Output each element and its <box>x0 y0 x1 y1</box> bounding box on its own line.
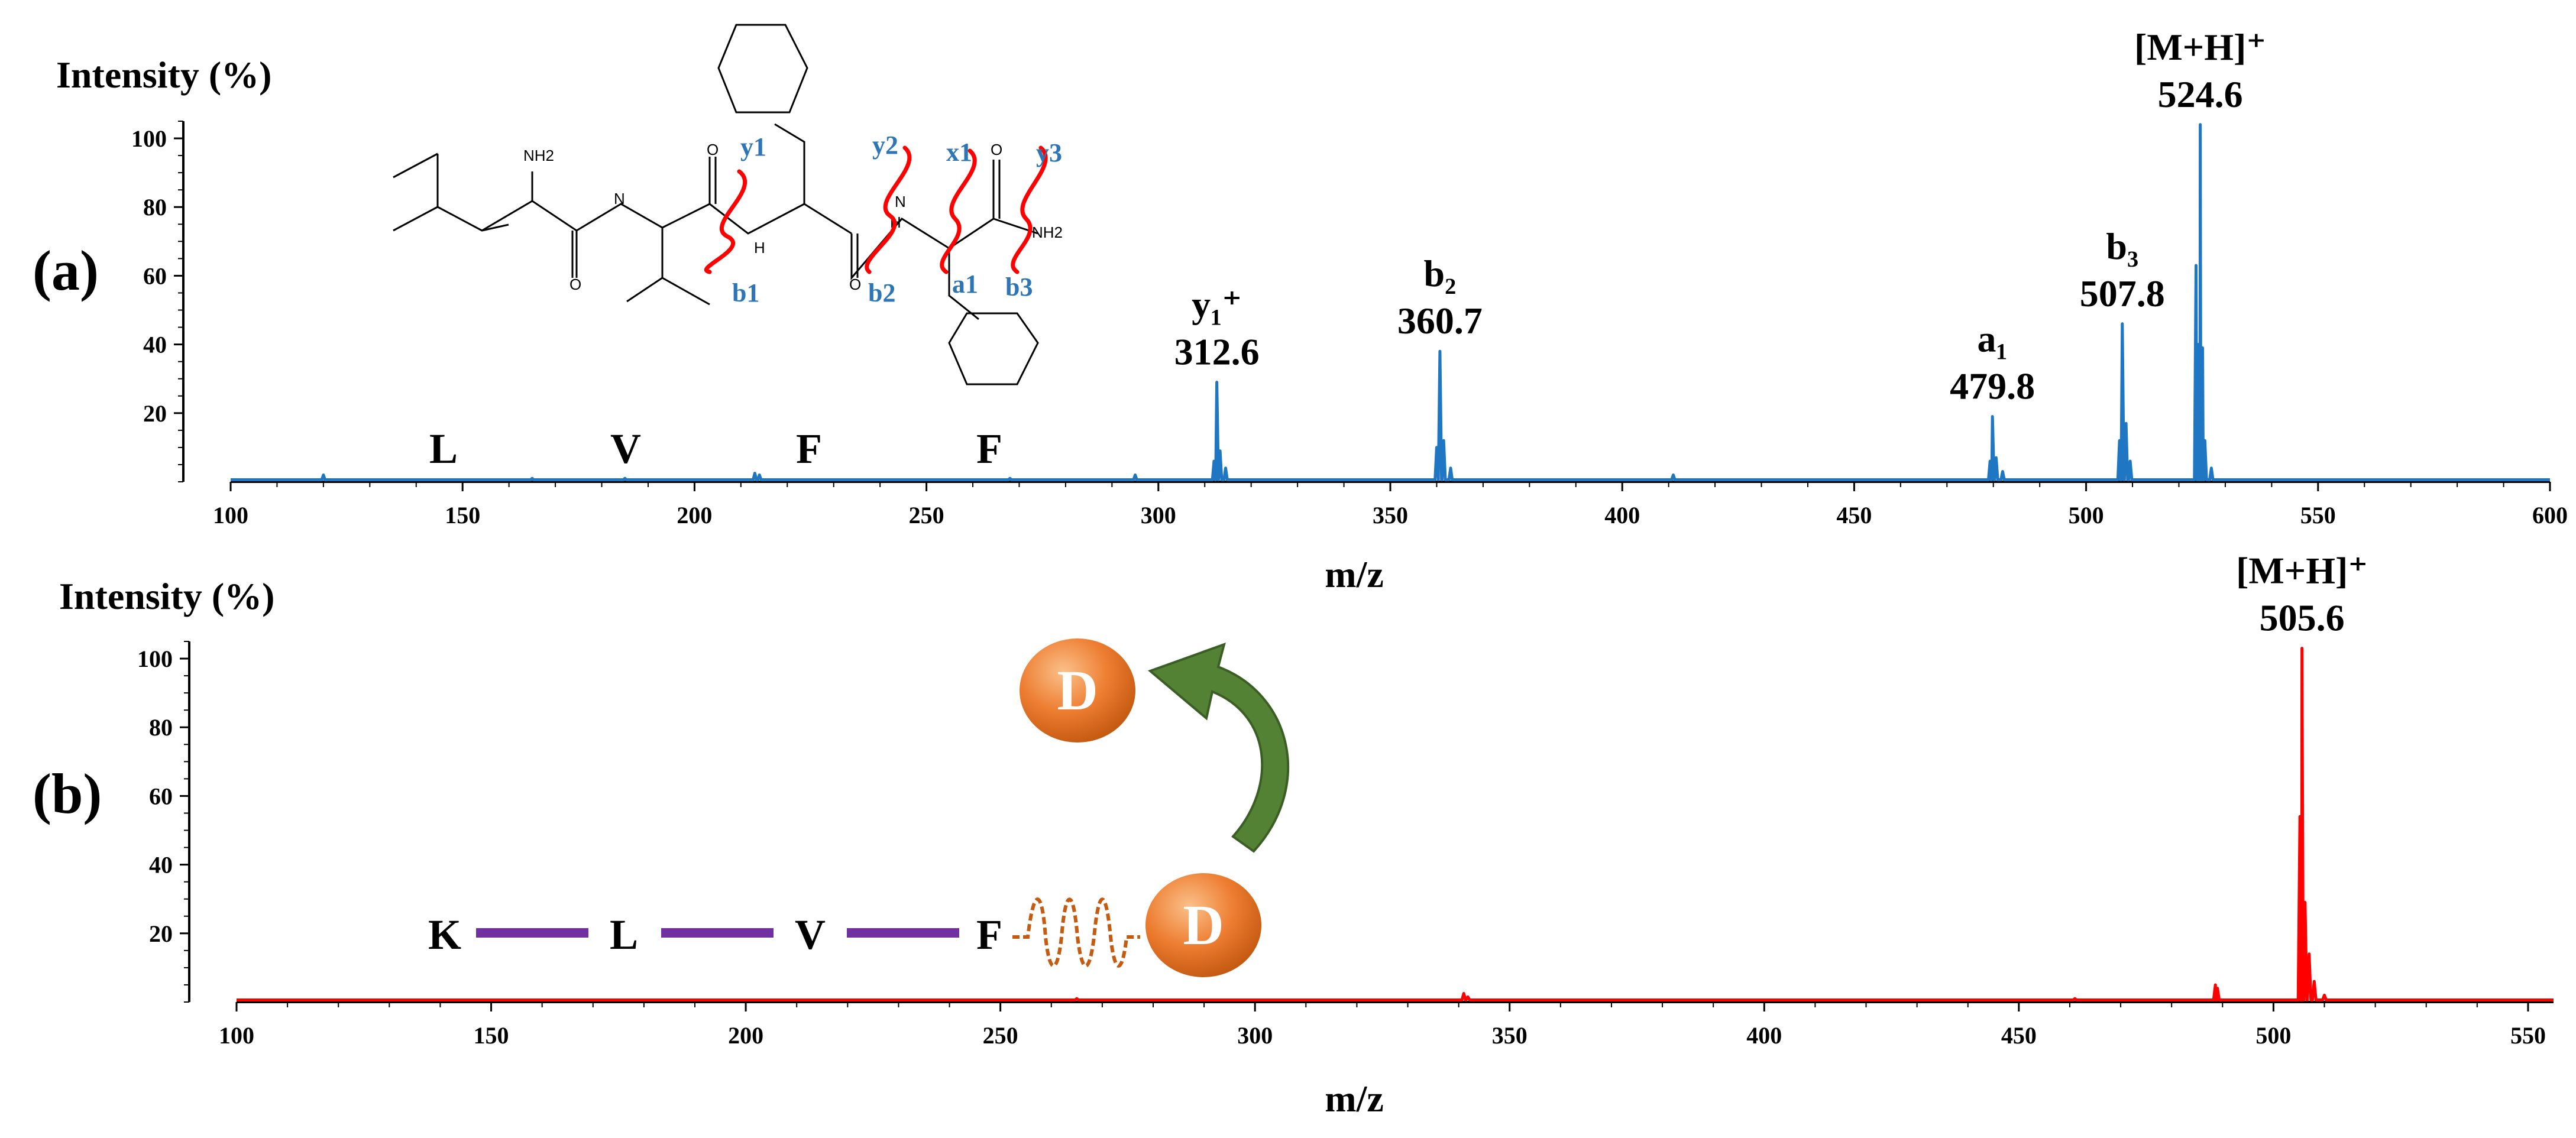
atom-o-3: O <box>849 275 861 293</box>
x-tick-label: 500 <box>2069 502 2104 529</box>
xlabel-b: m/z <box>1325 1078 1384 1120</box>
x-tick-label: 350 <box>1373 502 1408 529</box>
ylabel-a: Intensity (%) <box>56 54 271 96</box>
y-tick-label: 80 <box>143 194 167 221</box>
x-tick-label: 100 <box>219 1022 254 1049</box>
structure-atoms: NH2 N H O O N H O O NH2 <box>523 141 1063 293</box>
spectrum-axes-b: 100 150 200 250 300 350 400 450 500 550 20 40 60 80 10… <box>137 641 2554 1049</box>
residue-F-b: F <box>976 911 1002 958</box>
peak-mz-label: 312.6 <box>1174 331 1260 373</box>
panel-label-b: (b) <box>33 762 102 825</box>
atom-o-4: O <box>991 141 1002 158</box>
residue-L: L <box>429 425 458 472</box>
y-tick-label: 100 <box>131 125 167 152</box>
y-tick-label: 100 <box>137 646 173 672</box>
panel-label-a: (a) <box>33 239 99 302</box>
panel-a: Intensity (%) (a) 100 150 200 250 300 350 400 4… <box>33 24 2568 595</box>
residue-L-b: L <box>610 911 638 958</box>
y-tick-label: 60 <box>149 783 173 809</box>
frag-x1: x1 <box>946 138 972 167</box>
peak-mz-label: 507.8 <box>2080 273 2165 315</box>
atom-nh2-2: NH2 <box>1032 223 1063 241</box>
tick-group-a: 100 150 200 250 300 350 400 450 500 550 600 20 40 60 8… <box>131 121 2568 529</box>
frag-y1: y1 <box>740 132 766 161</box>
frag-y3: y3 <box>1036 138 1062 167</box>
frag-a1: a1 <box>952 270 978 299</box>
spectrum-line-b <box>237 647 2554 1001</box>
residue-F1: F <box>796 425 822 472</box>
x-tick-label: 150 <box>445 502 480 529</box>
peak-label: [M+H]⁺ <box>2134 26 2266 68</box>
x-tick-label: 250 <box>909 502 944 529</box>
peak-label: b₃ <box>2106 225 2138 267</box>
y-tick-label: 60 <box>143 262 167 289</box>
spectrum-line-a <box>231 123 2550 481</box>
x-tick-label: 300 <box>1237 1022 1273 1049</box>
fragment-labels: y1 y2 x1 y3 b1 b2 a1 b3 <box>732 131 1062 307</box>
x-tick-label: 450 <box>2001 1022 2037 1049</box>
x-tick-label: 500 <box>2255 1022 2291 1049</box>
residue-F2: F <box>976 425 1002 472</box>
peak-labels-a: [M+H]⁺ 524.6 b₃ 507.8 a₁ 479.8 b₂ 360.7 y₁⁺ 312.6 <box>1174 26 2266 407</box>
x-tick-label: 250 <box>983 1022 1018 1049</box>
peak-mz-label: 360.7 <box>1397 300 1483 342</box>
peak-label: y₁⁺ <box>1192 284 1242 326</box>
y-tick-label: 20 <box>149 920 173 947</box>
x-tick-label: 450 <box>1836 502 1872 529</box>
ylabel-b: Intensity (%) <box>59 575 274 617</box>
x-tick-label: 550 <box>2300 502 2336 529</box>
y-tick-label: 80 <box>149 714 173 741</box>
x-tick-label: 150 <box>474 1022 509 1049</box>
frag-b2: b2 <box>868 278 895 307</box>
cleavage-marks <box>704 145 1048 274</box>
d-badge-top: D <box>1020 638 1135 743</box>
y-tick-label: 40 <box>149 852 173 878</box>
atom-h-1: H <box>754 239 765 257</box>
atom-n-2: N <box>895 193 906 210</box>
residue-V: V <box>610 425 641 472</box>
x-tick-label: 200 <box>677 502 712 529</box>
peak-mz-label: 524.6 <box>2158 73 2243 115</box>
d-badge-bottom: D <box>1145 873 1261 977</box>
peak-label: [M+H]⁺ <box>2236 550 2368 592</box>
atom-o-1: O <box>569 275 581 293</box>
x-tick-label: 400 <box>1746 1022 1782 1049</box>
peak-label: a₁ <box>1978 318 2008 360</box>
frag-b3: b3 <box>1005 273 1033 301</box>
peak-mz-label: 479.8 <box>1950 365 2035 407</box>
x-tick-label: 350 <box>1492 1022 1528 1049</box>
peptide-structure <box>393 24 1039 385</box>
residue-V-b: V <box>795 911 826 958</box>
wavy-linker <box>1012 897 1140 968</box>
atom-nh2-1: NH2 <box>523 147 554 164</box>
x-tick-label: 400 <box>1604 502 1640 529</box>
x-tick-label: 600 <box>2532 502 2568 529</box>
frag-b1: b1 <box>732 278 759 307</box>
spectrum-axes-a: 100 150 200 250 300 350 400 450 500 550 600 20 40 60 8… <box>131 121 2568 529</box>
atom-o-2: O <box>707 141 719 158</box>
d-badge-top-label: D <box>1057 659 1098 722</box>
x-tick-label: 100 <box>213 502 248 529</box>
release-arrow <box>1148 642 1290 853</box>
xlabel-a: m/z <box>1325 553 1384 595</box>
frag-y2: y2 <box>872 131 898 160</box>
panel-b: Intensity (%) (b) 100 150 200 250 300 350 400 4… <box>33 550 2554 1120</box>
residue-K: K <box>428 911 461 958</box>
x-tick-label: 550 <box>2510 1022 2546 1049</box>
y-tick-label: 20 <box>143 400 167 427</box>
atom-n-1: N <box>614 190 625 208</box>
peak-label: b₂ <box>1424 252 1457 294</box>
x-tick-label: 300 <box>1141 502 1176 529</box>
tick-group-b: 100 150 200 250 300 350 400 450 500 550 20 40 60 80 10… <box>137 641 2546 1049</box>
y-tick-label: 40 <box>143 332 167 358</box>
x-tick-label: 200 <box>728 1022 763 1049</box>
d-badge-bottom-label: D <box>1183 893 1224 957</box>
peak-mz-label: 505.6 <box>2260 597 2345 639</box>
peak-labels-b: [M+H]⁺ 505.6 <box>2236 550 2368 639</box>
